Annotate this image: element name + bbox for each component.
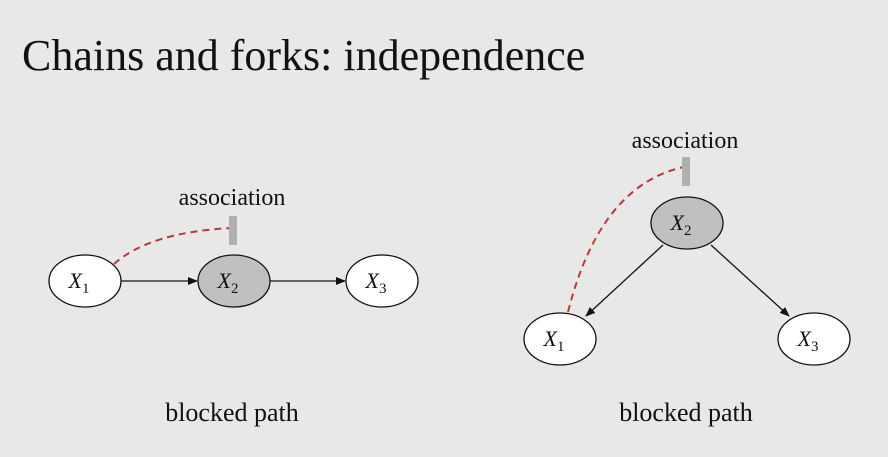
slide-title: Chains and forks: independence — [22, 31, 586, 80]
chain-node-x3-label: X3 — [365, 268, 387, 297]
chain-node-x2-shape — [197, 254, 271, 308]
fork-node-x1-shape — [523, 312, 597, 366]
fork-blocker-bar — [682, 157, 690, 186]
chain-association-path — [113, 227, 233, 265]
fork-edge-x2-x1 — [585, 244, 664, 317]
fork-node-x3-label: X3 — [797, 326, 819, 355]
fork-node-x3: X3 — [777, 312, 851, 366]
chain-node-x1-label: X1 — [68, 268, 90, 297]
fork-association-label: association — [632, 128, 739, 154]
chain-node-x2: X2 — [197, 254, 271, 308]
chain-node-x3: X3 — [345, 254, 419, 308]
chain-blocker-bar — [229, 216, 237, 245]
fork-association-path — [567, 166, 685, 313]
chain-association-label: association — [179, 185, 286, 211]
fork-node-x1-label: X1 — [543, 326, 565, 355]
fork-edge-x2-x3 — [710, 244, 790, 317]
chain-node-x3-shape — [345, 254, 419, 308]
fork-node-x1: X1 — [523, 312, 597, 366]
fork-node-x2-label: X2 — [670, 210, 692, 239]
fork-diagram: association X2 X1 X3 blocked path — [523, 128, 851, 427]
chain-node-x1-shape — [48, 254, 122, 308]
chain-node-x1: X1 — [48, 254, 122, 308]
chain-node-x2-label: X2 — [217, 268, 239, 297]
fork-node-x2: X2 — [650, 196, 724, 250]
chain-diagram: association X1 X2 X3 blocked path — [48, 185, 419, 427]
chain-caption: blocked path — [165, 398, 299, 427]
fork-caption: blocked path — [619, 398, 753, 427]
fork-node-x2-shape — [650, 196, 724, 250]
fork-node-x3-shape — [777, 312, 851, 366]
